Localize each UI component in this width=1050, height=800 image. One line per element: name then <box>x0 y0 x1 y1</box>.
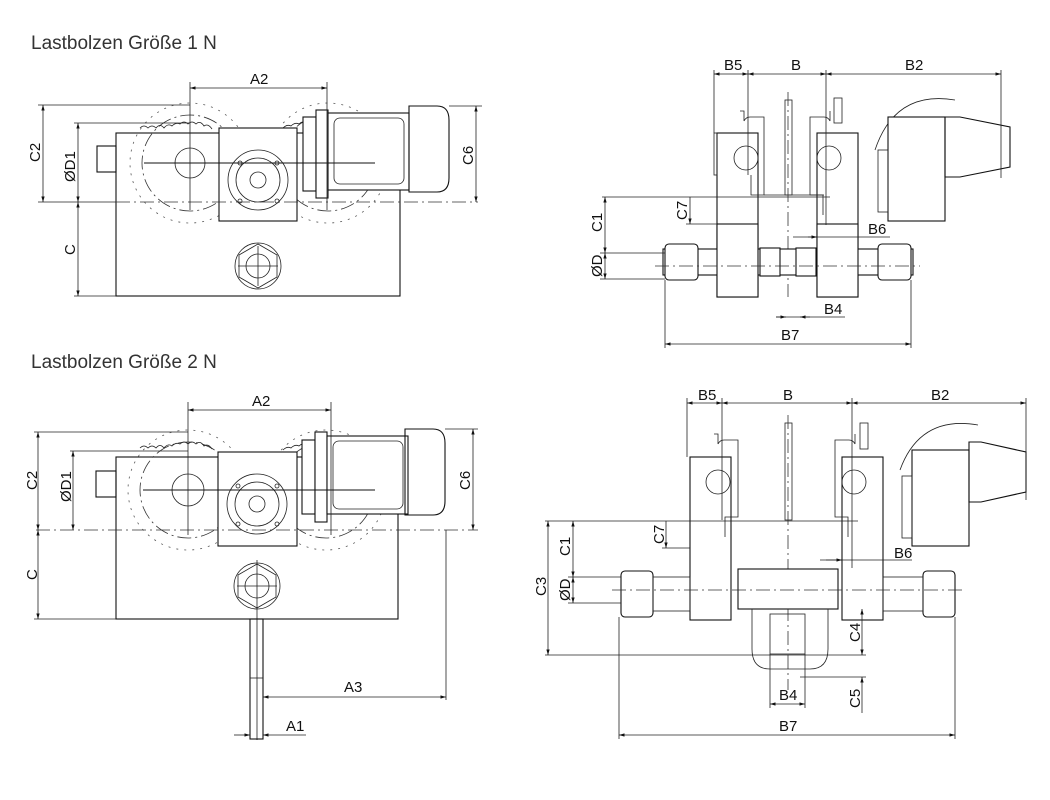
motor-front <box>911 449 970 547</box>
dim-b6-label: B6 <box>894 545 912 562</box>
dim-b2-label: B2 <box>905 57 923 74</box>
dim-a2-label: A2 <box>250 71 268 88</box>
motor-housing <box>326 435 409 515</box>
dim-d1-label: ØD1 <box>62 151 79 182</box>
side-view-size-1: A2 C2 ØD1 C C6 <box>27 71 482 297</box>
dim-b-label: B <box>791 57 801 74</box>
gear-teeth-left <box>139 441 213 450</box>
dim-d-label: ØD <box>589 254 606 277</box>
view-title-size-2: Lastbolzen Größe 2 N <box>31 352 217 373</box>
left-side-plate <box>689 456 732 621</box>
motor-fan-cover <box>404 428 446 516</box>
side-view-size-2: A2 C2 ØD1 C C6 A3 A1 <box>24 393 478 740</box>
shaft-stub <box>95 470 117 498</box>
load-hanger <box>249 618 264 740</box>
dim-c2-label: C2 <box>24 471 41 490</box>
dim-b6-label: B6 <box>868 221 886 238</box>
gear-teeth-left <box>139 121 213 130</box>
left-nut <box>620 570 654 618</box>
dim-a2-label: A2 <box>252 393 270 410</box>
dim-b4-label: B4 <box>824 301 842 318</box>
load-shackle <box>751 609 829 670</box>
right-nut <box>922 570 956 618</box>
dim-c7-label: C7 <box>674 201 691 220</box>
dim-c6-label: C6 <box>460 146 477 165</box>
dim-a1-label: A1 <box>286 718 304 735</box>
dim-b-label: B <box>783 387 793 404</box>
dim-c5-label: C5 <box>847 689 864 708</box>
shaft-stub <box>96 145 117 173</box>
right-nut <box>877 243 912 281</box>
dim-b4-label: B4 <box>779 687 797 704</box>
dim-c7-label: C7 <box>651 525 668 544</box>
dim-d1-label: ØD1 <box>58 471 75 502</box>
right-side-plate <box>841 456 884 621</box>
dim-c1-label: C1 <box>557 537 574 556</box>
motor-front <box>887 116 946 222</box>
front-view-size-1: B5 B B2 C7 C1 ØD B6 B4 B7 <box>589 57 1011 348</box>
dim-c4-label: C4 <box>847 623 864 642</box>
cross-axle <box>737 568 839 610</box>
dim-c-label: C <box>24 569 41 580</box>
dim-c3-label: C3 <box>533 577 550 596</box>
dim-c1-label: C1 <box>589 213 606 232</box>
dim-b7-label: B7 <box>779 718 797 735</box>
dim-b7-label: B7 <box>781 327 799 344</box>
dim-b5-label: B5 <box>724 57 742 74</box>
dim-a3-label: A3 <box>344 679 362 696</box>
left-nut <box>664 243 699 281</box>
dim-c6-label: C6 <box>457 471 474 490</box>
front-view-size-2: B5 B B2 C7 C1 ØD C3 B6 C4 C5 B4 B7 <box>533 387 1027 739</box>
gearbox <box>217 451 298 547</box>
dim-b2-label: B2 <box>931 387 949 404</box>
dim-c-label: C <box>62 244 79 255</box>
motor-housing <box>327 112 410 191</box>
motor-fan-cover <box>408 105 450 193</box>
gearbox <box>218 127 298 222</box>
view-title-size-1: Lastbolzen Größe 1 N <box>31 33 217 54</box>
dim-b5-label: B5 <box>698 387 716 404</box>
dim-d-label: ØD <box>557 578 574 601</box>
dim-c2-label: C2 <box>27 143 44 162</box>
